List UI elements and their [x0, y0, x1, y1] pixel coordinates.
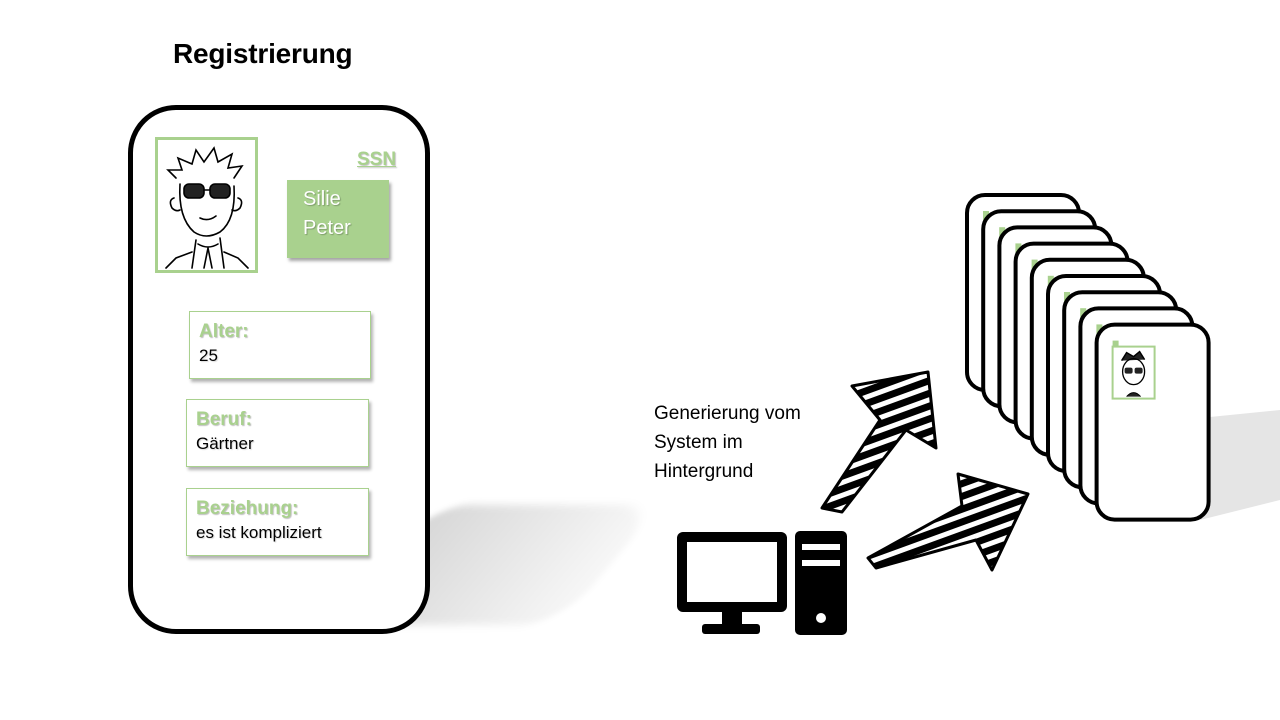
page-title: Registrierung — [173, 38, 353, 69]
field-value: es ist kompliziert — [196, 523, 322, 542]
card-avatar-edge — [1064, 292, 1070, 302]
field-label: Beziehung: — [196, 498, 299, 519]
arrow-up-right-icon — [866, 472, 1030, 572]
card-avatar-edge — [1047, 275, 1054, 286]
card-avatar-edge — [1080, 308, 1087, 319]
card-avatar-edge — [999, 227, 1006, 238]
mini-avatar-frame — [1111, 345, 1156, 400]
last-name: Peter — [303, 217, 351, 239]
card-avatar-edge — [1031, 259, 1038, 270]
field-value: 25 — [199, 346, 218, 365]
first-name: Silie — [303, 188, 341, 210]
name-card: Silie Peter — [287, 180, 389, 258]
caption-line: System im — [654, 432, 743, 453]
desktop-computer-icon — [677, 531, 847, 635]
ssn-link[interactable]: SSN — [357, 149, 397, 170]
field-value: Gärtner — [196, 434, 254, 453]
field-beruf: Beruf: Gärtner — [186, 399, 369, 467]
field-alter: Alter: 25 — [189, 311, 371, 379]
profile-card-stack-icon — [965, 193, 1211, 522]
caption: Generierung vom System im Hintergrund — [654, 399, 801, 486]
arrow-up-right-icon — [820, 370, 938, 514]
avatar-sketch-icon — [165, 146, 249, 269]
field-label: Alter: — [199, 321, 249, 342]
field-label: Beruf: — [196, 409, 252, 430]
card-avatar-edge — [1015, 243, 1022, 254]
card-avatar-edge — [983, 211, 989, 221]
caption-line: Hintergrund — [654, 461, 754, 482]
mini-avatar-icon — [1120, 350, 1146, 397]
profile-avatar — [155, 137, 258, 273]
caption-line: Generierung vom — [654, 403, 801, 424]
card-avatar-edge — [1096, 324, 1103, 335]
field-beziehung: Beziehung: es ist kompliziert — [186, 488, 369, 556]
